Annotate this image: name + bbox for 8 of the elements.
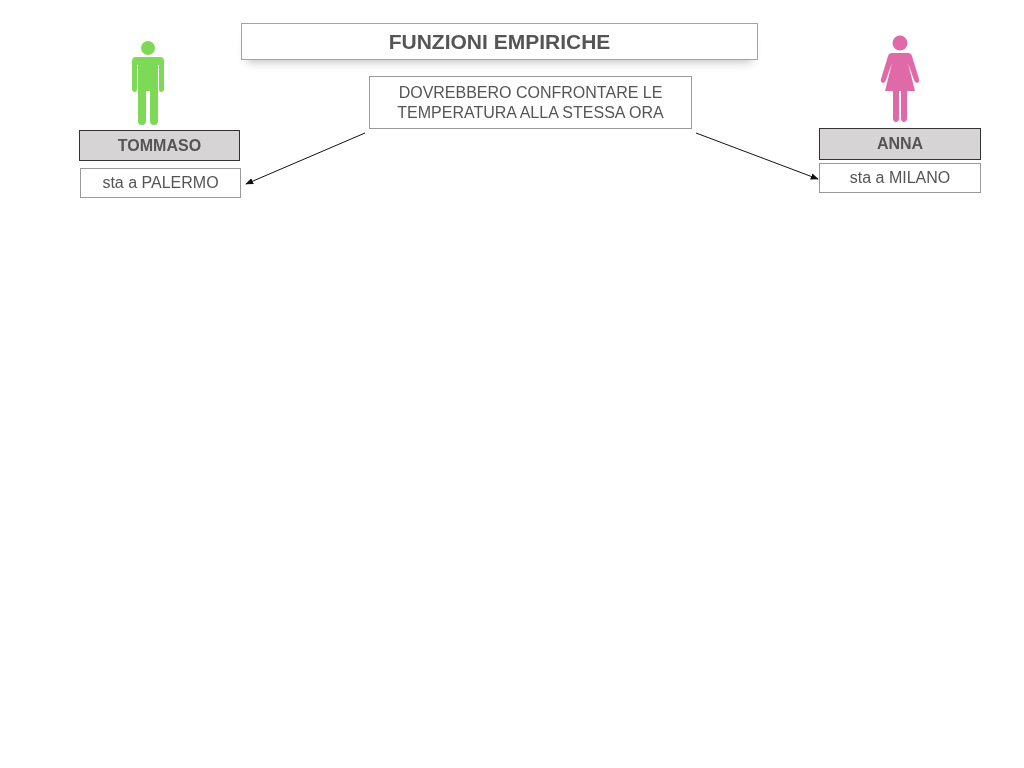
arrow (695, 132, 819, 180)
name-box: TOMMASO (79, 130, 240, 161)
text-box: sta a PALERMO (80, 168, 241, 198)
text-box: sta a MILANO (819, 163, 981, 193)
arrow (245, 132, 366, 185)
title: FUNZIONI EMPIRICHE (388, 29, 611, 54)
name-box: ANNA (819, 128, 981, 160)
text-box: DOVREBBERO CONFRONTARE LE TEMPERATURA ALLA STESSA ORA (369, 76, 692, 129)
